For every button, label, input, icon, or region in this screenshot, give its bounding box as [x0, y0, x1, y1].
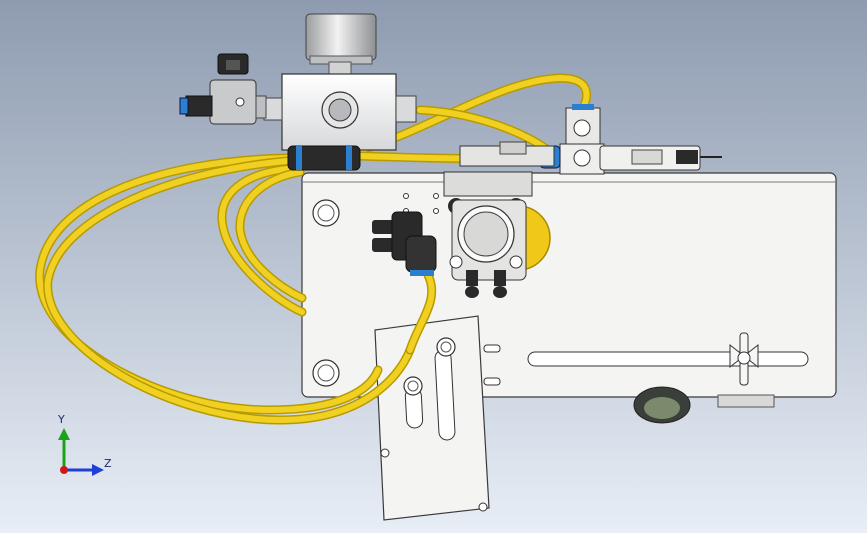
y-axis-label: Y: [58, 413, 65, 426]
elbow-fitting[interactable]: [372, 211, 437, 276]
roller-wheel: [633, 386, 775, 424]
pump-assembly[interactable]: [443, 171, 551, 298]
adjustable-plate[interactable]: [374, 315, 490, 521]
z-axis-label: Z: [104, 457, 112, 470]
pressure-gauge: [305, 13, 377, 61]
wing-nut[interactable]: [729, 332, 759, 386]
mount-hole-bottom-left: [312, 359, 340, 387]
solenoid-valve[interactable]: [539, 104, 722, 175]
ball-valve[interactable]: [179, 53, 267, 125]
axis-triad: [58, 428, 104, 476]
x-axis-point: [60, 466, 68, 474]
mount-hole-top-left: [312, 199, 340, 227]
pressure-regulator[interactable]: [263, 13, 417, 151]
adjust-slot: [527, 351, 809, 367]
tube-tee-fitting: [287, 145, 361, 171]
